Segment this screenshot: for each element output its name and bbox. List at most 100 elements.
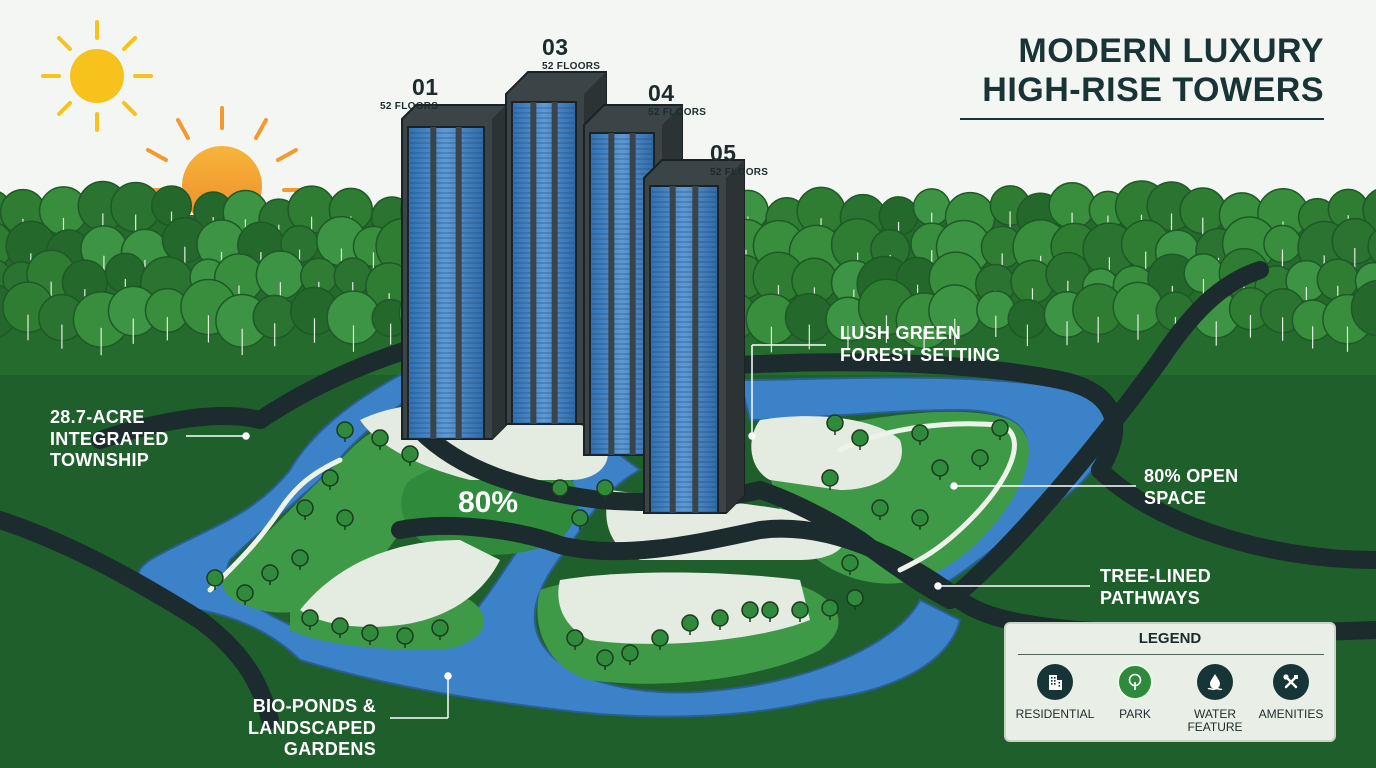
- park-tree: [741, 601, 759, 619]
- tower-glass: [649, 185, 719, 514]
- park-tree: [236, 584, 254, 602]
- title-divider: [960, 118, 1324, 120]
- callout-line: INTEGRATED: [50, 428, 169, 449]
- tower-label-05: 05 52 FLOORS: [710, 142, 768, 178]
- legend-label: RESIDENTIAL: [1015, 707, 1095, 721]
- tower-floors: 52 FLOORS: [380, 101, 439, 112]
- tower-floors: 52 FLOORS: [648, 107, 707, 118]
- callout-line: TREE-LINED: [1100, 566, 1211, 586]
- park-tree: [291, 549, 309, 567]
- tower-1: [401, 104, 507, 440]
- tower-cluster: [401, 71, 745, 514]
- park-tree: [301, 609, 319, 627]
- callout-open-space: 80% OPEN SPACE: [1144, 466, 1238, 509]
- park-tree: [711, 609, 729, 627]
- tree-icon: [1117, 664, 1153, 700]
- legend-title: LEGEND: [1138, 630, 1202, 647]
- tower-number: 04: [648, 80, 675, 106]
- callout-line: FOREST SETTING: [840, 344, 1001, 365]
- park-tree: [851, 429, 869, 447]
- tower-side: [726, 160, 744, 513]
- park-tree: [566, 629, 584, 647]
- callout-line: BIO-PONDS &: [252, 696, 376, 716]
- title-line-1: MODERN LUXURY: [1018, 32, 1324, 70]
- callout-line: LUSH GREEN: [840, 323, 962, 343]
- tower-side: [492, 105, 506, 439]
- forest-tree: [1362, 189, 1376, 232]
- park-tree: [571, 509, 589, 527]
- park-tree: [551, 479, 569, 497]
- park-tree: [841, 554, 859, 572]
- park-tree: [681, 614, 699, 632]
- park-tree: [821, 599, 839, 617]
- park-tree: [971, 449, 989, 467]
- tower-label-01: 01 52 FLOORS: [380, 74, 439, 112]
- legend-item-residential: RESIDENTIAL: [1014, 664, 1096, 721]
- tree-lined-pathway: [207, 421, 1017, 593]
- park-tree: [296, 499, 314, 517]
- open-space-percentage: 80%: [458, 486, 519, 519]
- callout-line: SPACE: [1144, 487, 1207, 508]
- park-tree: [621, 644, 639, 662]
- park-tree: [321, 469, 339, 487]
- title-line-2: HIGH-RISE TOWERS: [982, 71, 1324, 110]
- legend-item-park: PARK: [1094, 664, 1176, 721]
- callout-line: TOWNSHIP: [50, 450, 150, 471]
- park-tree: [871, 499, 889, 517]
- legend-label: WATER FEATURE: [1174, 707, 1256, 735]
- callout-line: LANDSCAPED GARDENS: [247, 717, 376, 760]
- building-icon: [1037, 664, 1073, 700]
- tower-fin: [669, 186, 676, 513]
- tower-label-03: 03 52 FLOORS: [542, 36, 600, 72]
- water-drop-icon: [1197, 664, 1233, 700]
- park-tree: [761, 601, 779, 619]
- callout-line: PATHWAYS: [1100, 587, 1201, 608]
- park-tree: [396, 627, 414, 645]
- park-tree: [331, 617, 349, 635]
- legend-label: AMENITIES: [1258, 707, 1324, 721]
- callout-ponds: BIO-PONDS & LANDSCAPED GARDENS: [152, 696, 376, 761]
- legend-label-line: FEATURE: [1187, 720, 1243, 735]
- forest-tree: [1367, 229, 1376, 264]
- park-tree: [261, 564, 279, 582]
- callout-forest: LUSH GREEN FOREST SETTING: [840, 323, 1000, 366]
- park-tree: [206, 569, 224, 587]
- callout-pathways: TREE-LINED PATHWAYS: [1100, 566, 1211, 609]
- park-tree: [821, 469, 839, 487]
- legend-label: PARK: [1119, 707, 1151, 721]
- park-tree: [846, 589, 864, 607]
- park-tree: [931, 459, 949, 477]
- park-trees: [206, 414, 1009, 670]
- park-tree: [911, 509, 929, 527]
- park-tree: [596, 649, 614, 667]
- legend-item-amenities: AMENITIES: [1250, 664, 1332, 721]
- park-tree: [651, 629, 669, 647]
- callout-line: 80% OPEN: [1144, 466, 1239, 486]
- tower-number: 05: [710, 140, 737, 166]
- legend-panel: LEGEND RESIDENTIAL PARK WATER FEATURE: [1004, 622, 1336, 742]
- park-tree: [911, 424, 929, 442]
- park-tree: [791, 601, 809, 619]
- sun-icon: [41, 20, 153, 132]
- tower-number: 01: [412, 74, 439, 100]
- park-tree: [596, 479, 614, 497]
- park-tree: [431, 619, 449, 637]
- tower-label-04: 04 52 FLOORS: [648, 82, 706, 118]
- park-tree: [826, 414, 844, 432]
- tower-floors: 52 FLOORS: [542, 61, 601, 72]
- park-tree: [336, 421, 354, 439]
- legend-label-line: WATER: [1194, 707, 1236, 721]
- tower-4: [643, 159, 745, 514]
- park-tree: [991, 419, 1009, 437]
- tower-number: 03: [542, 34, 569, 60]
- park-tree: [371, 429, 389, 447]
- tower-fin: [692, 186, 699, 513]
- callout-line: 28.7-ACRE: [50, 407, 145, 427]
- tools-icon: [1273, 664, 1309, 700]
- callout-township: 28.7-ACRE INTEGRATED TOWNSHIP: [50, 407, 169, 472]
- park-tree: [336, 509, 354, 527]
- legend-divider: [1018, 654, 1324, 655]
- forest-tree: [1350, 279, 1376, 337]
